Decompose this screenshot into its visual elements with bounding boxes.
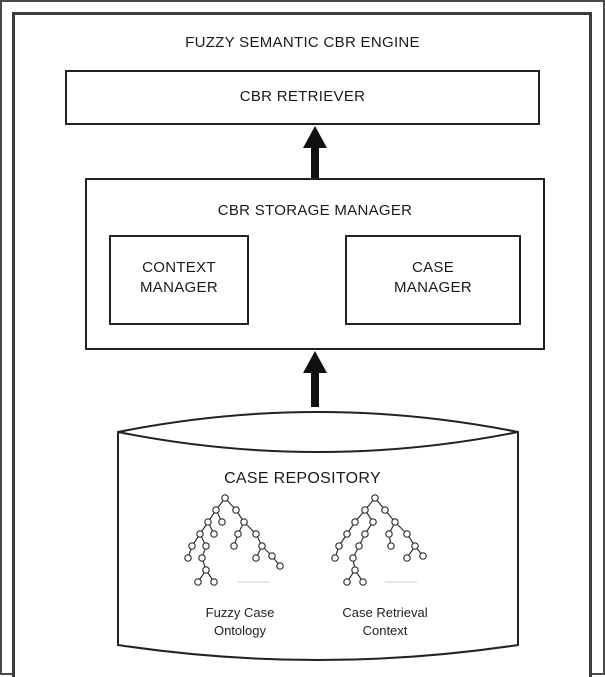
arrow-storage-to-retriever [303, 126, 327, 180]
context-manager-box: CONTEXT MANAGER [109, 235, 249, 325]
case-retrieval-context-tree-icon [331, 494, 427, 586]
fuzzy-case-ontology-tree-icon [184, 494, 284, 586]
cbr-storage-manager-box: CBR STORAGE MANAGER CONTEXT MANAGER CASE… [85, 178, 545, 350]
case-retrieval-context-line1: Case Retrieval [342, 605, 428, 620]
context-manager-label: CONTEXT MANAGER [111, 258, 247, 298]
context-manager-line1: CONTEXT [142, 259, 216, 276]
case-manager-label: CASE MANAGER [347, 258, 519, 298]
cbr-retriever-label: CBR RETRIEVER [239, 88, 366, 105]
case-manager-line1: CASE [411, 259, 455, 276]
cbr-retriever-box: CBR RETRIEVER [65, 70, 540, 125]
cylinder-top-curve [117, 431, 519, 453]
case-repository-label: CASE REPOSITORY [224, 470, 381, 487]
arrow-repository-to-storage [303, 351, 327, 407]
case-retrieval-context-caption: Case Retrieval Context [325, 604, 445, 640]
fuzzy-case-ontology-caption: Fuzzy Case Ontology [180, 604, 300, 640]
cbr-storage-manager-label: CBR STORAGE MANAGER [217, 202, 413, 219]
case-manager-line2: MANAGER [394, 279, 472, 296]
fuzzy-case-ontology-line2: Ontology [213, 623, 267, 638]
fuzzy-case-ontology-line1: Fuzzy Case [205, 605, 275, 620]
case-manager-box: CASE MANAGER [345, 235, 521, 325]
case-retrieval-context-line2: Context [362, 623, 408, 638]
context-manager-line2: MANAGER [140, 279, 218, 296]
engine-title: FUZZY SEMANTIC CBR ENGINE [185, 34, 420, 51]
